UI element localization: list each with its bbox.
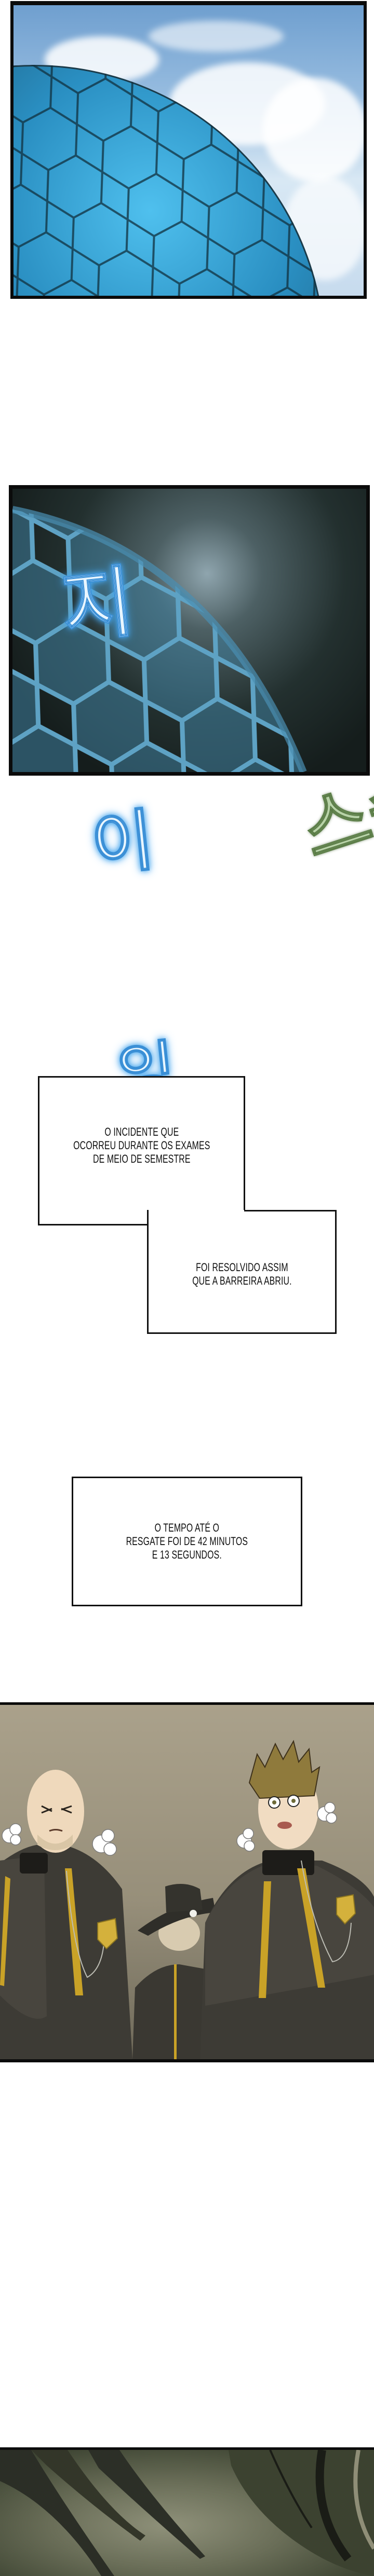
characters-illustration bbox=[0, 1740, 374, 2059]
creature-illustration bbox=[0, 2450, 374, 2576]
panel-dome-sky bbox=[10, 1, 367, 299]
caption-box: FOI RESOLVIDO ASSIM QUE A BARREIRA ABRIU… bbox=[147, 1210, 337, 1334]
panel-characters bbox=[0, 1702, 374, 2062]
panel-dome-storm bbox=[9, 485, 370, 776]
bald-man bbox=[0, 1770, 132, 2059]
hex-lattice bbox=[12, 506, 307, 772]
sfx-glyph: 이 bbox=[87, 800, 158, 886]
caption-box: O TEMPO ATÉ O RESGATE FOI DE 42 MINUTOS … bbox=[72, 1477, 302, 1606]
caption-text: O INCIDENTE QUE OCORREU DURANTE OS EXAME… bbox=[73, 1125, 210, 1165]
cloud bbox=[149, 21, 284, 52]
hat-figure bbox=[132, 1884, 216, 2059]
caption-text: O TEMPO ATÉ O RESGATE FOI DE 42 MINUTOS … bbox=[126, 1521, 248, 1561]
puff-clouds bbox=[2, 1802, 337, 1856]
panel-creature-claws bbox=[0, 2447, 374, 2576]
caption-box: O INCIDENTE QUE OCORREU DURANTE OS EXAME… bbox=[38, 1076, 245, 1225]
caption-text: FOI RESOLVIDO ASSIM QUE A BARREIRA ABRIU… bbox=[192, 1261, 292, 1287]
sfx-glyph: 스 bbox=[291, 774, 374, 876]
spiky-haired-man bbox=[200, 1740, 374, 2059]
hex-lattice bbox=[14, 65, 325, 296]
caption-border bbox=[244, 1210, 337, 1211]
cloud bbox=[263, 78, 364, 182]
